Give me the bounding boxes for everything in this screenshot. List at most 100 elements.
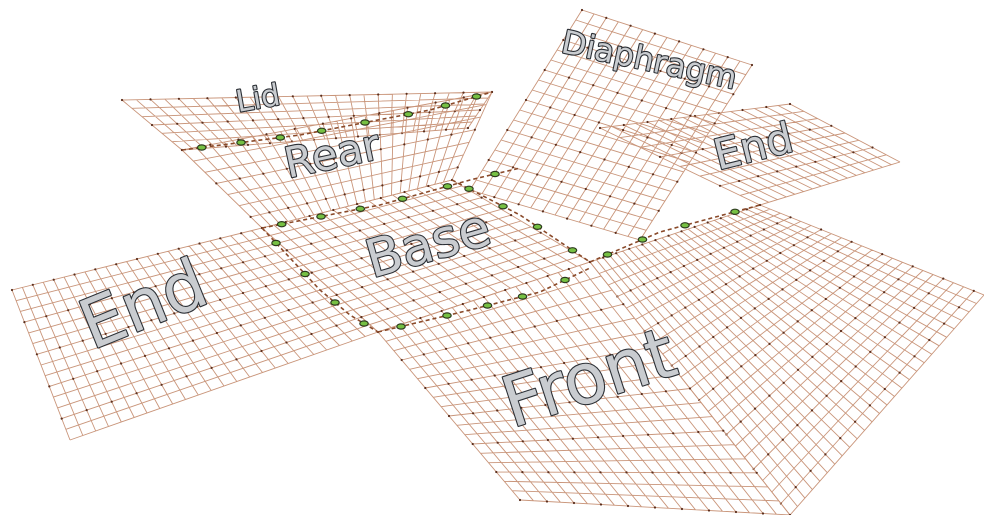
mesh-node <box>622 128 625 132</box>
mesh-node <box>796 424 799 427</box>
mesh-node <box>377 93 380 96</box>
mesh-node <box>332 208 335 212</box>
mesh-node <box>957 306 961 309</box>
mesh-node <box>809 469 812 472</box>
mesh-node <box>120 98 124 102</box>
mesh-node <box>646 120 649 124</box>
mesh-node <box>543 257 546 260</box>
mesh-node <box>516 370 520 373</box>
mesh-node <box>524 98 528 102</box>
mesh-node <box>567 76 571 79</box>
mesh-node <box>67 309 70 312</box>
mesh-node <box>154 285 157 288</box>
mesh-node <box>379 196 382 200</box>
mesh-node <box>549 106 552 109</box>
mesh-node <box>332 157 335 161</box>
mesh-node <box>334 137 338 140</box>
mesh-node <box>52 278 55 281</box>
mesh-node <box>135 392 138 395</box>
mesh-node <box>239 324 242 327</box>
mesh-node <box>678 40 681 43</box>
mesh-node <box>490 274 494 277</box>
mesh-node <box>596 436 600 439</box>
binder-clip <box>355 205 366 212</box>
mesh-node <box>496 441 499 444</box>
mesh-node <box>378 112 381 115</box>
mesh-node <box>241 291 245 295</box>
mesh-node <box>260 349 263 353</box>
mesh-node <box>653 506 657 509</box>
mesh-node <box>824 297 827 301</box>
binder-clip <box>498 203 508 210</box>
mesh-node <box>680 230 683 233</box>
mesh-node <box>504 288 507 292</box>
mesh-node <box>426 138 429 141</box>
mesh-node <box>599 471 602 474</box>
mesh-node <box>628 247 631 250</box>
binder-clip <box>300 270 310 278</box>
binder-clip <box>490 170 500 178</box>
mesh-node <box>697 298 701 301</box>
binder-clip <box>396 323 406 330</box>
mesh-node <box>321 122 324 125</box>
mesh-node <box>706 221 709 224</box>
mesh-node <box>665 107 668 110</box>
mesh-node <box>358 229 361 232</box>
mesh-node <box>285 167 288 170</box>
binder-clip <box>464 185 474 192</box>
mesh-node <box>302 117 305 120</box>
mesh-node <box>657 322 660 325</box>
mesh-node <box>707 85 711 88</box>
mesh-node <box>386 278 389 281</box>
mesh-node <box>898 321 901 324</box>
mesh-node <box>711 290 714 294</box>
mesh-node <box>306 202 309 205</box>
mesh-node <box>676 180 679 183</box>
mesh-node <box>767 453 770 456</box>
mesh-node <box>881 253 884 256</box>
mesh-node <box>238 177 241 180</box>
mesh-node <box>854 420 857 423</box>
mesh-node <box>571 437 575 440</box>
mesh-node <box>622 123 625 127</box>
mesh-node <box>871 146 874 149</box>
mesh-node <box>360 316 363 319</box>
mesh-node <box>198 242 201 245</box>
mesh-node <box>719 217 722 220</box>
mesh-node <box>753 307 756 310</box>
mesh-node <box>754 354 757 357</box>
mesh-node <box>115 263 118 266</box>
mesh-node <box>460 228 463 231</box>
mesh-node <box>554 143 558 146</box>
mesh-node <box>765 136 769 139</box>
mesh-node <box>201 121 204 124</box>
binder-clip <box>196 144 207 151</box>
mesh-node <box>868 304 871 307</box>
mesh-node <box>521 440 524 443</box>
mesh-node <box>584 187 587 191</box>
mesh-node <box>722 246 726 249</box>
mesh-node <box>447 382 450 385</box>
mesh-node <box>723 144 726 147</box>
mesh-node <box>592 84 595 87</box>
mesh-node <box>795 165 798 168</box>
mesh-node <box>590 224 593 227</box>
mesh-node <box>806 236 809 239</box>
mesh-node <box>406 106 409 109</box>
mesh-node <box>616 395 619 398</box>
mesh-node <box>335 293 338 296</box>
mesh-node <box>461 302 464 306</box>
mesh-node <box>883 291 886 294</box>
mesh-node <box>736 240 739 243</box>
mesh-node <box>600 308 603 311</box>
mesh-node <box>268 142 272 145</box>
mesh-node <box>309 162 312 165</box>
mesh-node <box>669 271 672 274</box>
mesh-node <box>485 221 488 224</box>
mesh-node <box>724 283 728 286</box>
mesh-node <box>176 279 179 282</box>
mesh-node <box>580 8 584 12</box>
mesh-node <box>622 303 625 306</box>
mesh-node <box>698 345 701 348</box>
mesh-node <box>657 209 660 212</box>
